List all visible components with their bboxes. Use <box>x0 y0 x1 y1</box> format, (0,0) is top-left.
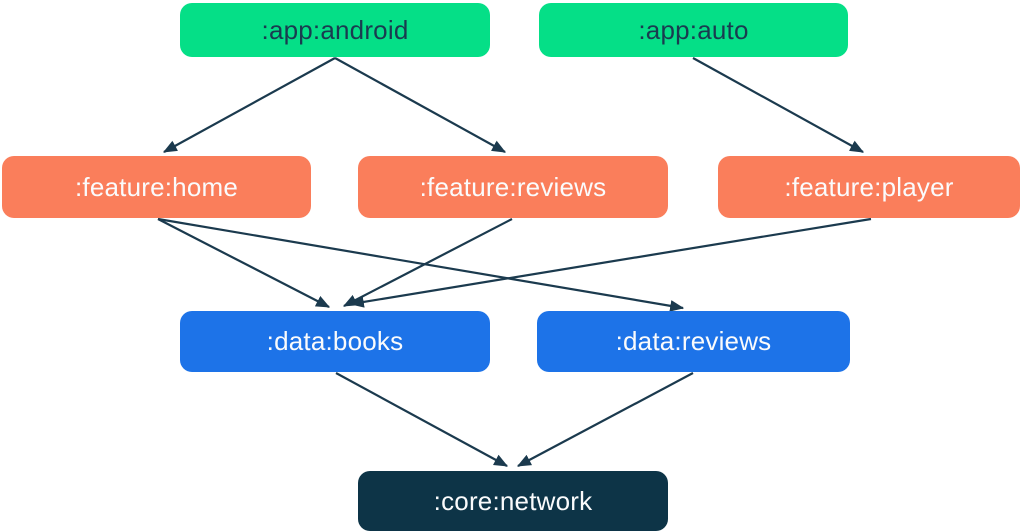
edge-data-reviews-to-core-network <box>516 372 694 467</box>
node-feature-player: :feature:player <box>718 156 1020 218</box>
edge-data-books-to-core-network <box>335 372 509 467</box>
node-data-books: :data:books <box>180 311 490 372</box>
edge-feature-home-to-data-reviews <box>157 217 685 312</box>
node-label: :app:auto <box>638 14 749 45</box>
node-app-android: :app:android <box>180 3 490 57</box>
node-label: :feature:player <box>784 171 954 202</box>
node-feature-home: :feature:home <box>2 156 311 218</box>
edge-feature-home-to-data-books <box>157 218 331 308</box>
node-label: :feature:reviews <box>419 171 607 202</box>
node-label: :app:android <box>261 14 409 45</box>
edge-app-auto-to-feature-player <box>692 57 865 153</box>
node-label: :data:books <box>266 326 404 356</box>
node-label: :data:reviews <box>615 326 772 356</box>
edge-app-android-to-feature-home <box>162 57 336 153</box>
node-feature-reviews: :feature:reviews <box>358 156 668 218</box>
node-label: :core:network <box>433 485 593 516</box>
node-data-reviews: :data:reviews <box>537 311 850 372</box>
edge-feature-reviews-to-data-books <box>342 218 513 307</box>
node-app-auto: :app:auto <box>539 3 848 57</box>
node-core-network: :core:network <box>358 471 668 531</box>
node-label: :feature:home <box>74 171 239 202</box>
edge-app-android-to-feature-reviews <box>334 57 507 153</box>
edge-feature-player-to-data-books <box>349 217 872 308</box>
